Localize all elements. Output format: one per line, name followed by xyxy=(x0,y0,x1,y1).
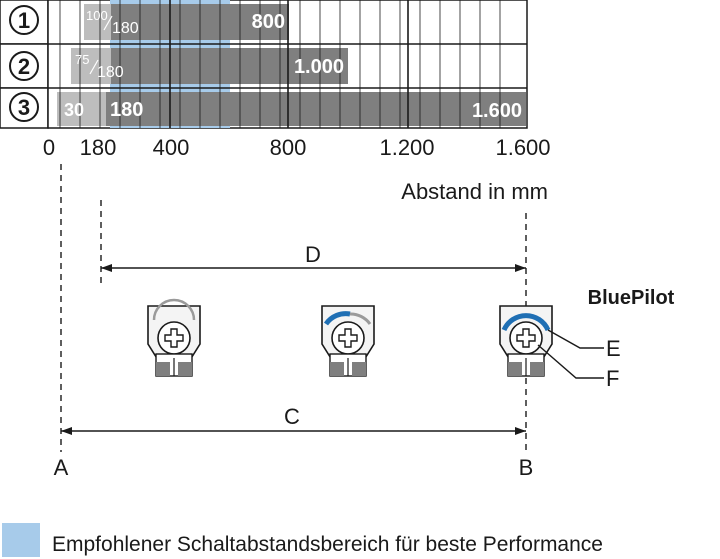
axis-title: Abstand in mm xyxy=(401,179,548,204)
sensor-icon-bluepilot-partial xyxy=(321,305,375,377)
tick-label-800: 800 xyxy=(270,135,307,160)
row-number-3: 3 xyxy=(18,95,30,120)
legend-swatch xyxy=(2,523,40,557)
sensor-icon-plain xyxy=(147,298,201,377)
arrowhead-c-left xyxy=(61,427,72,435)
arrowhead-c-right xyxy=(515,427,526,435)
row-number-1: 1 xyxy=(18,8,30,33)
axis: 0 180 400 800 1.200 1.600 Abstand in mm xyxy=(43,135,551,204)
range-bar-light-3 xyxy=(57,92,106,126)
leader-line-f xyxy=(537,344,604,379)
label-c: C xyxy=(284,404,300,429)
row-3-min-label: 30 xyxy=(64,100,84,120)
range-bar-dark-3 xyxy=(106,92,526,126)
row-3-max-label: 1.600 xyxy=(472,100,522,122)
row-2-max-label: 1.000 xyxy=(294,56,344,78)
tick-label-1600: 1.600 xyxy=(495,135,550,160)
tick-label-400: 400 xyxy=(153,135,190,160)
range-bar-light-2 xyxy=(71,48,111,84)
label-b: B xyxy=(519,455,534,480)
arrowhead-d-left xyxy=(101,264,112,272)
dimension-diagram: D C A B xyxy=(54,164,675,480)
row-2-min-label-bottom: 180 xyxy=(97,64,124,81)
row-number-circle-1 xyxy=(9,5,39,35)
bluepilot-label: BluePilot xyxy=(588,287,675,309)
sensor-icon-bluepilot-full xyxy=(499,305,553,377)
row-1-min-label-top: 100 xyxy=(86,8,108,23)
arrowhead-d-right xyxy=(515,264,526,272)
range-bar-light-1 xyxy=(84,4,111,40)
tick-label-180: 180 xyxy=(80,135,117,160)
row-number-circle-2 xyxy=(9,51,39,81)
legend: Empfohlener Schaltabstandsbereich für be… xyxy=(2,523,603,557)
grid-lines xyxy=(59,0,501,128)
range-table: 1 2 3 xyxy=(0,0,528,129)
label-d: D xyxy=(305,242,321,267)
tick-label-0: 0 xyxy=(43,135,55,160)
row-number-2: 2 xyxy=(18,54,30,79)
row-3-mid-label: 180 xyxy=(110,99,143,121)
range-bar-dark-2 xyxy=(111,48,348,84)
label-f: F xyxy=(606,366,619,391)
row-number-circle-3 xyxy=(9,92,39,122)
tick-label-1200: 1.200 xyxy=(379,135,434,160)
row-1-max-label: 800 xyxy=(252,11,285,33)
leader-line-e xyxy=(547,329,604,349)
legend-text: Empfohlener Schaltabstandsbereich für be… xyxy=(52,533,603,556)
row-1-min-label-bottom: 180 xyxy=(112,20,139,37)
row-2-min-label-top: 75 xyxy=(75,52,89,67)
label-a: A xyxy=(54,455,69,480)
label-e: E xyxy=(606,336,621,361)
